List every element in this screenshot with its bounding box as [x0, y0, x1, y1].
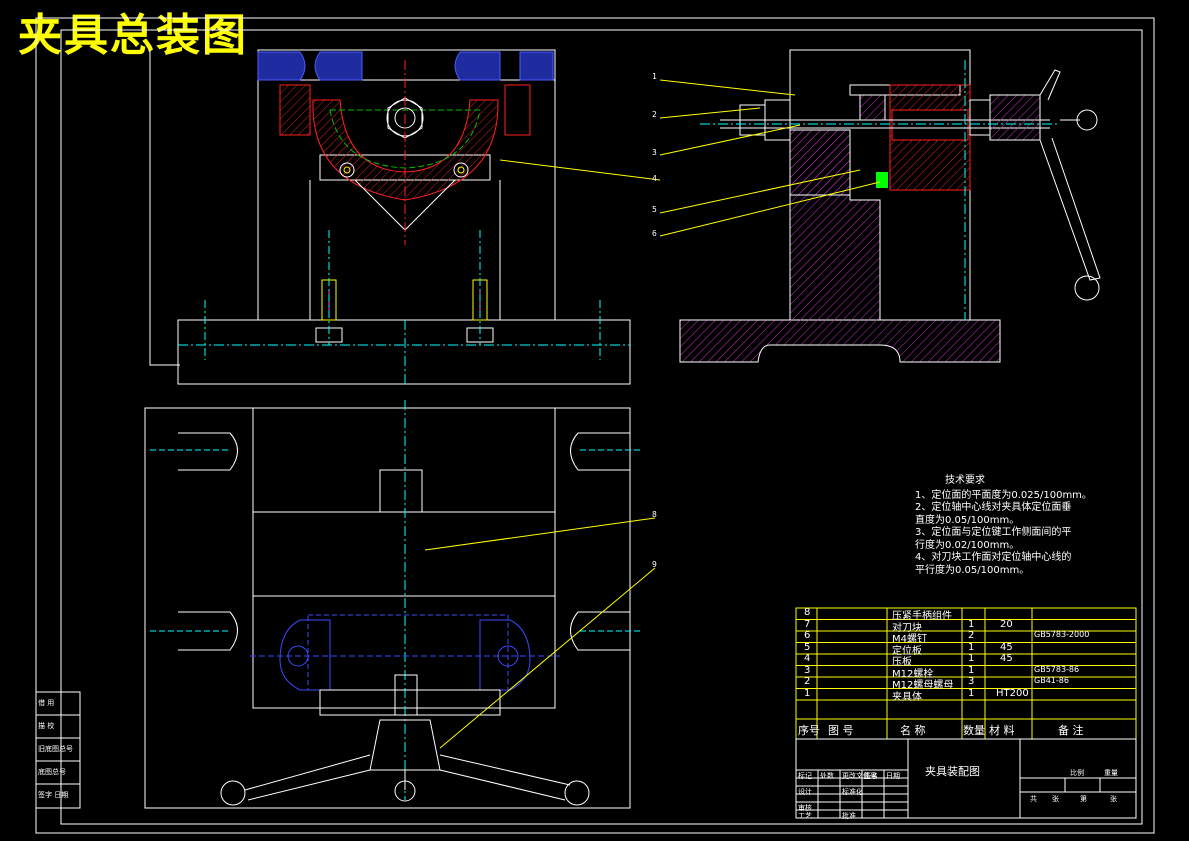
tb-cell: 张	[1052, 795, 1059, 803]
tb-cell: 日期	[886, 772, 900, 780]
side-label: 借 用	[38, 699, 55, 707]
side-label: 签字 日期	[38, 791, 69, 799]
tb-cell: 张	[1110, 795, 1117, 803]
tech-heading: 技术要求	[945, 475, 985, 486]
technical-requirements: 技术要求 1、定位面的平面度为0.025/100mm。 2、定位轴中心线对夹具体…	[915, 475, 1092, 577]
title-block-grid	[795, 738, 1137, 819]
front-view	[149, 49, 631, 385]
side-label: 底图总号	[38, 768, 66, 776]
leader-number-4: 4	[652, 174, 657, 183]
leader-lines	[424, 79, 881, 749]
tech-item: 行度为0.02/100mm。	[915, 539, 1020, 551]
bom-header: 序号 图 号 名 称 数量 材 料 备 注	[798, 724, 1084, 737]
outer-border	[35, 17, 1155, 834]
tb-cell: 标准化	[842, 788, 863, 796]
leader-number-2: 2	[652, 110, 657, 119]
leader-number-5: 5	[652, 205, 657, 214]
leader-number-1: 1	[652, 72, 657, 81]
tech-item: 4、对刀块工作面对定位轴中心线的	[915, 552, 1072, 563]
tb-cell: 设计	[798, 788, 812, 796]
tb-cell: 重量	[1104, 769, 1118, 777]
tb-cell: 比例	[1070, 769, 1084, 777]
tech-item: 1、定位面的平面度为0.025/100mm。	[915, 489, 1092, 501]
side-label-strip	[35, 691, 81, 809]
leader-number-3: 3	[652, 148, 657, 157]
inner-border	[60, 29, 1143, 825]
leader-number-8: 8	[652, 510, 657, 519]
tech-item: 2、定位轴中心线对夹具体定位面垂	[915, 502, 1072, 513]
tech-item: 平行度为0.05/100mm。	[915, 564, 1030, 576]
side-view	[679, 49, 1101, 363]
tb-cell: 更改文件号	[842, 772, 877, 780]
tb-cell: 批准	[842, 812, 856, 820]
top-view	[144, 400, 640, 809]
tb-cell: 工艺	[798, 812, 812, 820]
tb-cell: 签名	[864, 772, 878, 780]
side-label: 描 校	[38, 722, 55, 730]
tb-cell: 审核	[798, 804, 812, 812]
drawing-title: 夹具总装图	[18, 10, 248, 61]
tech-item: 直度为0.05/100mm。	[915, 514, 1020, 526]
bom-grid	[795, 607, 1137, 740]
tb-cell: 处数	[820, 772, 834, 780]
side-label: 旧底图总号	[38, 745, 73, 753]
tb-cell: 第	[1080, 795, 1087, 803]
leader-number-9: 9	[652, 560, 657, 569]
title-block-title: 夹具装配图	[925, 765, 980, 778]
tb-cell: 共	[1030, 795, 1037, 803]
tech-item: 3、定位面与定位键工作侧面间的平	[915, 527, 1072, 538]
tb-cell: 标记	[798, 772, 812, 780]
leader-number-6: 6	[652, 229, 657, 238]
